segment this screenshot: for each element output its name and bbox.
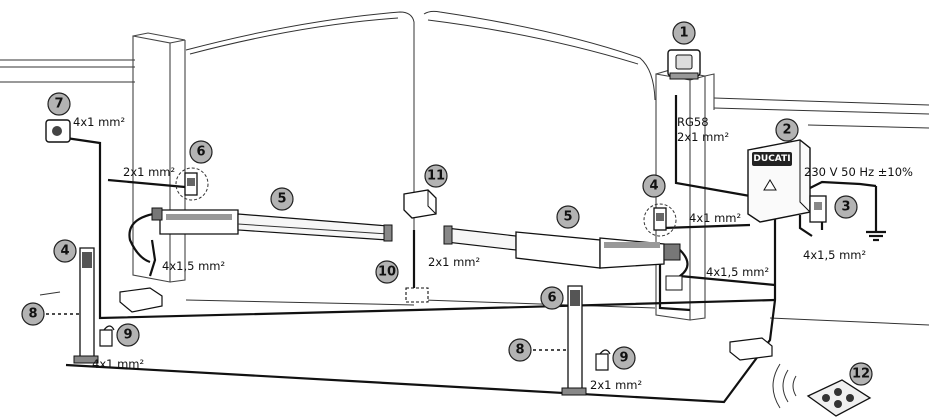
cable-label-column-right: 2x1 mm² — [590, 378, 642, 392]
badge-4-right: 4 — [642, 174, 666, 198]
cable-label-power: 230 V 50 Hz ±10% — [804, 165, 913, 179]
right-pillar — [655, 69, 715, 321]
key-selector — [45, 119, 71, 143]
svg-text:5: 5 — [563, 210, 572, 225]
cable-label-rg58: RG58 — [677, 115, 709, 129]
cable-label-antenna: 2x1 mm² — [677, 130, 729, 144]
cable-label-photocell-left: 2x1 mm² — [123, 165, 175, 179]
cable-label-column-left: 4x1 mm² — [92, 357, 144, 371]
badge-10: 10 — [375, 260, 399, 284]
svg-text:8: 8 — [28, 307, 37, 322]
photocell-left — [175, 167, 209, 201]
ground-box-left — [119, 287, 163, 313]
gate-operator-right — [443, 225, 681, 269]
badge-11: 11 — [424, 164, 448, 188]
badge-5-right: 5 — [556, 205, 580, 229]
cable-label-motor-right: 4x1,5 mm² — [706, 265, 769, 279]
svg-text:4: 4 — [649, 179, 658, 194]
cable-label-selector: 4x1 mm² — [73, 115, 125, 129]
photocell-right — [643, 203, 677, 237]
badge-3: 3 — [834, 195, 858, 219]
badge-8-right: 8 — [508, 338, 532, 362]
leader-lines — [46, 313, 572, 351]
badge-8-left: 8 — [21, 302, 45, 326]
ground-box-right — [729, 337, 773, 361]
badge-9-left: 9 — [116, 323, 140, 347]
svg-text:12: 12 — [852, 367, 870, 382]
svg-text:11: 11 — [427, 169, 445, 184]
electric-lock — [405, 287, 429, 303]
svg-text:9: 9 — [123, 328, 132, 343]
ground-stop-left — [99, 325, 115, 347]
svg-text:6: 6 — [547, 291, 556, 306]
badge-4-left: 4 — [53, 239, 77, 263]
badge-12: 12 — [849, 362, 873, 386]
differential-switch — [809, 195, 827, 223]
svg-text:5: 5 — [277, 192, 286, 207]
control-unit: DUCATI — [747, 139, 811, 223]
svg-text:2: 2 — [782, 123, 791, 138]
wiring — [65, 95, 886, 404]
remote-control — [772, 363, 872, 417]
cable-labels: RG58 2x1 mm² 230 V 50 Hz ±10% 4x1 mm² 2x… — [73, 115, 913, 392]
ground-stop-right — [595, 349, 611, 371]
cable-label-disconnect: 4x1,5 mm² — [803, 248, 866, 262]
cable-label-photocell-right: 4x1 mm² — [689, 211, 741, 225]
left-pillar — [132, 32, 186, 283]
gate-leaves — [185, 10, 656, 309]
flashing-lamp — [667, 49, 701, 80]
photocell-column-right — [561, 285, 587, 396]
svg-text:4: 4 — [60, 244, 69, 259]
photocell-column-left — [73, 247, 99, 364]
svg-text:10: 10 — [378, 265, 396, 280]
badges: 1 2 3 4 4 5 5 6 6 7 8 8 9 9 10 11 12 — [21, 21, 873, 386]
cable-label-lock: 2x1 mm² — [428, 255, 480, 269]
svg-text:8: 8 — [515, 343, 524, 358]
control-unit-brand: DUCATI — [753, 154, 790, 164]
fence-lines — [0, 59, 929, 129]
svg-text:3: 3 — [841, 200, 850, 215]
svg-text:6: 6 — [196, 145, 205, 160]
badge-2: 2 — [775, 118, 799, 142]
badge-9-right: 9 — [612, 346, 636, 370]
gate-operator-left — [151, 207, 393, 242]
junction-box — [403, 189, 437, 219]
badge-6-left: 6 — [189, 140, 213, 164]
svg-text:7: 7 — [54, 97, 63, 112]
svg-text:9: 9 — [619, 351, 628, 366]
badge-5-left: 5 — [270, 187, 294, 211]
ground-lines — [39, 291, 929, 326]
svg-text:1: 1 — [679, 26, 688, 41]
cable-label-motor-left: 4x1,5 mm² — [162, 259, 225, 273]
right-pillar-box — [665, 275, 683, 291]
badge-7: 7 — [47, 92, 71, 116]
badge-1: 1 — [672, 21, 696, 45]
badge-6-right: 6 — [540, 286, 564, 310]
